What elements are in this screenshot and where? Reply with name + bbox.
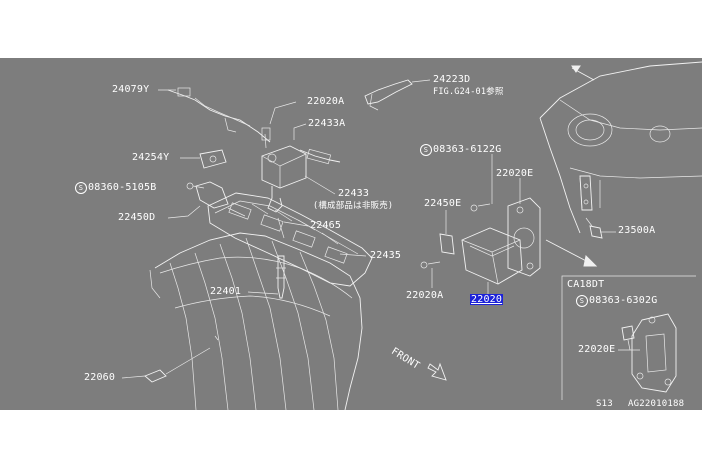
- direction-arrows: [427, 65, 598, 381]
- label-23500a: 23500A: [618, 225, 656, 236]
- label-22450d: 22450D: [118, 212, 156, 223]
- label-24223d: 24223D: [433, 74, 471, 85]
- bracket-22450d-drawing: [186, 181, 229, 209]
- sensor-22060-drawing: [144, 335, 219, 383]
- screw-s-icon: S: [75, 182, 87, 194]
- label-22020e-inset: 22020E: [578, 344, 616, 355]
- label-22060: 22060: [84, 372, 116, 383]
- inset-title: CA18DT: [567, 279, 605, 290]
- label-22450e: 22450E: [424, 198, 462, 209]
- label-22433: 22433: [338, 188, 370, 199]
- label-22433a: 22433A: [308, 118, 346, 129]
- label-22401: 22401: [210, 286, 242, 297]
- label-22465: 22465: [310, 220, 342, 231]
- label-08363-6122-text: 08363-6122G: [433, 144, 502, 155]
- engine-casing-drawing: [539, 61, 702, 239]
- label-24254y: 24254Y: [132, 152, 170, 163]
- spark-plug-drawing: [276, 255, 286, 299]
- label-22020a-top: 22020A: [307, 96, 345, 107]
- label-fig-ref: FIG.G24-01参照: [433, 87, 504, 97]
- ignition-coil-drawing: [261, 145, 307, 239]
- screw-s-icon: S: [420, 144, 432, 156]
- bracket-24254y-drawing: [199, 149, 227, 169]
- coil-rail-drawing: [207, 192, 373, 287]
- label-22020a-mid: 22020A: [406, 290, 444, 301]
- label-08360-text: 08360-5105B: [88, 182, 157, 193]
- label-24079y: 24079Y: [112, 84, 150, 95]
- leader-lines: [121, 79, 616, 379]
- label-s13: S13: [596, 399, 613, 409]
- label-22435: 22435: [370, 250, 402, 261]
- diagram-linework: [121, 61, 702, 410]
- label-08363-6302-text: 08363-6302G: [589, 295, 658, 306]
- inset-ca18dt-drawing: [561, 275, 696, 400]
- label-diagram-code: AG22010188: [628, 399, 685, 409]
- label-22020e: 22020E: [496, 168, 534, 179]
- label-22020-highlight[interactable]: 22020: [470, 294, 504, 306]
- screw-s-icon: S: [576, 295, 588, 307]
- wiring-harness-drawing: [167, 87, 341, 165]
- crank-sensor-drawing: [420, 197, 541, 285]
- label-22020-text[interactable]: 22020: [470, 294, 504, 305]
- sensor-drawing: [364, 79, 413, 111]
- label-note: (構成部品は非販売): [313, 201, 394, 211]
- engine-block-drawing: [149, 232, 363, 410]
- parts-diagram: 24079Y 24223D FIG.G24-01参照 22020A 22433A…: [0, 58, 702, 410]
